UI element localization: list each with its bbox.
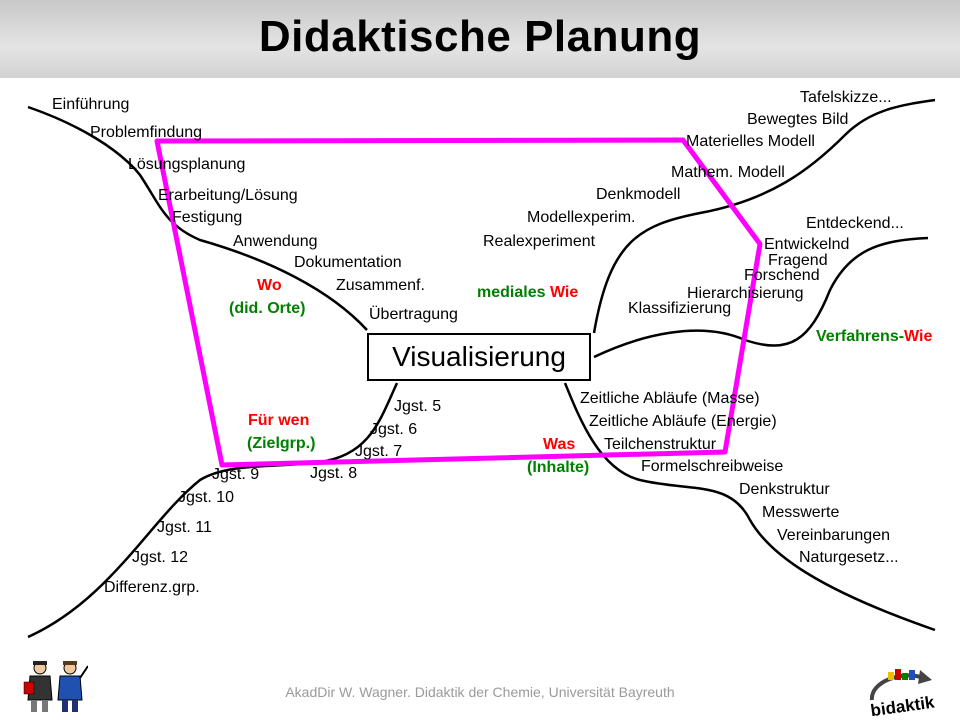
highlight-frame xyxy=(154,137,763,468)
label-loesungsplanung: Lösungsplanung xyxy=(128,156,246,173)
label-dokumentation: Dokumentation xyxy=(294,254,402,271)
curve-didactic-phases xyxy=(27,105,368,331)
label-entdeckend: Entdeckend... xyxy=(806,215,904,232)
label-jgst-8: Jgst. 8 xyxy=(310,465,358,482)
fuer-subheading: (Zielgrp.) xyxy=(247,435,316,452)
curve-target-groups xyxy=(27,382,399,639)
was-heading: Was xyxy=(543,436,576,453)
label-anwendung: Anwendung xyxy=(233,233,318,250)
label-hierarchisierung: Hierarchisierung xyxy=(687,285,804,302)
bidaktik-logo: bidaktik xyxy=(869,669,936,716)
label-zusammenf: Zusammenf. xyxy=(336,277,425,294)
label-einfuehrung: Einführung xyxy=(52,96,130,113)
page-title: Didaktische Planung xyxy=(258,12,702,61)
label-jgst-6: Jgst. 6 xyxy=(370,421,418,438)
label-zeitliche-ablaeufe-energie: Zeitliche Abläufe (Energie) xyxy=(589,413,777,430)
label-modellexperim: Modellexperim. xyxy=(527,209,636,226)
label-forschend: Forschend xyxy=(744,267,820,284)
label-messwerte: Messwerte xyxy=(762,504,840,521)
verfahren-heading-accent: Wie xyxy=(904,328,933,345)
label-jgst-11: Jgst. 11 xyxy=(157,519,212,536)
fuer-heading: Für wen xyxy=(248,412,310,429)
label-denkmodell: Denkmodell xyxy=(596,186,681,203)
label-denkstruktur: Denkstruktur xyxy=(739,481,830,498)
label-naturgesetz: Naturgesetz... xyxy=(799,549,899,566)
wo-subheading: (did. Orte) xyxy=(229,300,306,317)
label-mathem-modell: Mathem. Modell xyxy=(671,164,785,181)
medial-heading-main: mediales xyxy=(477,284,550,301)
label-vereinbarungen: Vereinbarungen xyxy=(777,527,890,544)
label-jgst-9: Jgst. 9 xyxy=(212,466,260,483)
curve-contents xyxy=(563,382,936,632)
label-teilchenstruktur: Teilchenstruktur xyxy=(604,436,717,453)
medial-heading-accent: Wie xyxy=(549,284,579,301)
medial-heading: mediales Wie xyxy=(477,284,578,302)
teachers-clipart-icon xyxy=(23,661,88,712)
wo-heading: Wo xyxy=(257,277,282,294)
center-box-visualisierung: Visualisierung xyxy=(367,333,591,381)
label-festigung: Festigung xyxy=(172,209,243,226)
curve-media xyxy=(592,98,936,334)
label-formelschreibweise: Formelschreibweise xyxy=(641,458,784,475)
verfahren-heading: Verfahrens-Wie xyxy=(816,328,932,346)
label-tafelskizze: Tafelskizze... xyxy=(800,89,892,106)
label-bewegtes-bild: Bewegtes Bild xyxy=(747,111,849,128)
curve-methods xyxy=(593,236,929,359)
label-klassifizierung: Klassifizierung xyxy=(628,300,732,317)
label-uebertragung: Übertragung xyxy=(369,306,458,323)
label-fragend: Fragend xyxy=(768,252,828,269)
footer-credit: AkadDir W. Wagner. Didaktik der Chemie, … xyxy=(285,684,675,700)
verfahren-heading-main: Verfahrens- xyxy=(816,328,905,345)
label-jgst-12: Jgst. 12 xyxy=(132,549,189,566)
label-differenz-grp: Differenz.grp. xyxy=(104,579,200,596)
label-problemfindung: Problemfindung xyxy=(90,124,203,141)
label-jgst-10: Jgst. 10 xyxy=(178,489,235,506)
svg-text:bidaktik: bidaktik xyxy=(869,693,936,716)
label-erarbeitung: Erarbeitung/Lösung xyxy=(158,187,298,204)
was-subheading: (Inhalte) xyxy=(527,459,590,476)
label-entwickelnd: Entwickelnd xyxy=(764,236,850,253)
label-materielles-modell: Materielles Modell xyxy=(686,133,815,150)
label-jgst-5: Jgst. 5 xyxy=(394,398,442,415)
label-jgst-7: Jgst. 7 xyxy=(355,443,403,460)
label-realexperiment: Realexperiment xyxy=(483,233,596,250)
title-bar: Didaktische Planung xyxy=(0,0,960,78)
label-zeitliche-ablaeufe-masse: Zeitliche Abläufe (Masse) xyxy=(580,390,760,407)
